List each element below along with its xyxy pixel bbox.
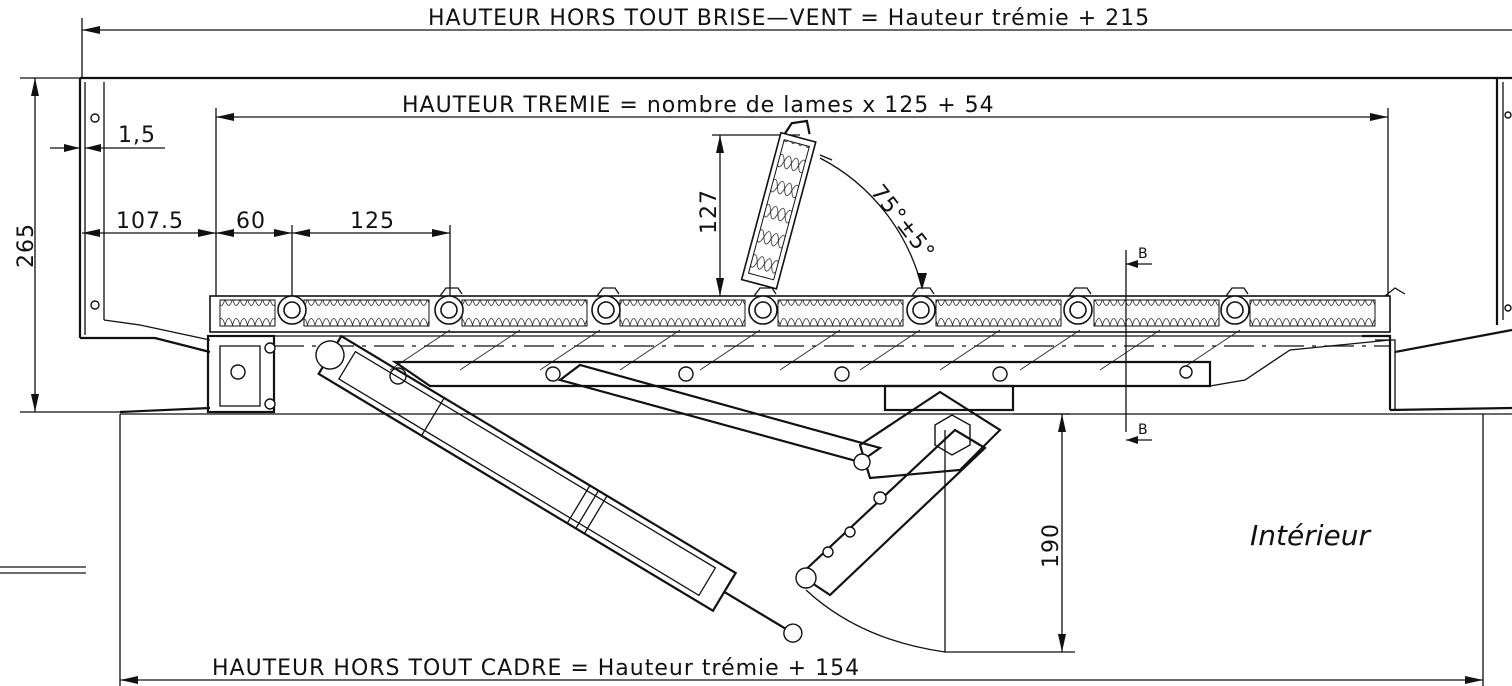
interior-zone: Intérieur xyxy=(0,414,1484,686)
dimension-tremie-label: HAUTEUR TREMIE = nombre de lames x 125 +… xyxy=(402,93,995,118)
section-marker-top-label: B xyxy=(1138,246,1148,262)
dimension-127-label: 127 xyxy=(697,189,722,234)
hinge xyxy=(1220,295,1250,325)
dimension-overall-bottom: HAUTEUR HORS TOUT CADRE = Hauteur trémie… xyxy=(120,656,1483,684)
swing-arm xyxy=(557,363,1002,653)
dimension-chain: 107.5 60 125 xyxy=(82,108,451,300)
dimension-overall-top-label: HAUTEUR HORS TOUT BRISE—VENT = Hauteur t… xyxy=(428,6,1150,31)
slat-row xyxy=(209,287,1406,333)
dimension-190-label: 190 xyxy=(1039,523,1064,568)
dimension-overall-bottom-label: HAUTEUR HORS TOUT CADRE = Hauteur trémie… xyxy=(212,656,860,681)
interior-label: Intérieur xyxy=(1250,519,1371,552)
dimension-265: 265 xyxy=(14,77,120,413)
hinge xyxy=(906,295,936,325)
dimension-265-label: 265 xyxy=(14,223,39,268)
dimension-1-5-label: 1,5 xyxy=(118,123,156,148)
dimension-1-5: 1,5 xyxy=(50,123,165,152)
angle-label: 75°±5° xyxy=(865,180,939,265)
hinge xyxy=(591,295,621,325)
dimension-60-label: 60 xyxy=(236,209,266,234)
dimension-tremie: HAUTEUR TREMIE = nombre de lames x 125 +… xyxy=(216,93,1389,296)
hinge xyxy=(748,295,778,325)
windbreak-frame xyxy=(78,76,1512,354)
dimension-overall-top: HAUTEUR HORS TOUT BRISE—VENT = Hauteur t… xyxy=(81,6,1512,78)
hinge xyxy=(434,295,464,325)
hinge xyxy=(277,295,307,325)
dimension-190: 190 xyxy=(945,413,1075,653)
jack-cylinder xyxy=(315,334,803,643)
dimension-125-label: 125 xyxy=(350,209,395,234)
dimension-107-5-label: 107.5 xyxy=(116,209,184,234)
hinge xyxy=(1063,295,1093,325)
section-marker-bottom-label: B xyxy=(1138,422,1148,438)
tilted-slat xyxy=(740,119,817,290)
section-marker: B B xyxy=(1125,246,1152,444)
frame-mechanism xyxy=(119,329,1512,415)
angle-indicator: 75°±5° xyxy=(819,154,939,290)
